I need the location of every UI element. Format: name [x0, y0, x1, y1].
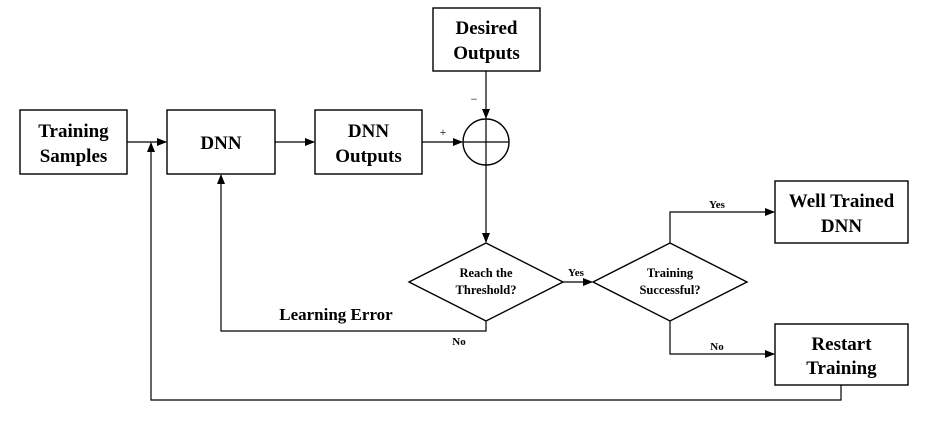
training-successful-decision: Training Successful?	[591, 242, 749, 322]
training-samples-node: Training Samples	[19, 109, 128, 175]
reach-threshold-label-line1: Reach the	[459, 266, 513, 280]
dnn-outputs-label-line1: DNN	[348, 121, 389, 142]
dnn-outputs-label-line2: Outputs	[335, 146, 402, 167]
restart-training-node: Restart Training	[774, 323, 909, 386]
plus-sign-label: +	[440, 125, 447, 139]
well-trained-dnn-label-line2: DNN	[821, 216, 862, 237]
learning-error-label: Learning Error	[279, 305, 393, 324]
training-samples-label-line1: Training	[38, 121, 109, 142]
training-samples-label-line2: Samples	[40, 146, 108, 167]
restart-training-label-line2: Training	[806, 358, 877, 379]
well-trained-dnn-label-line1: Well Trained	[789, 191, 895, 212]
restart-training-label-line1: Restart	[811, 334, 872, 355]
success-no-label: No	[710, 341, 724, 353]
threshold-yes-label: Yes	[568, 267, 585, 279]
arrow-success-yes-to-well-trained	[669, 208, 775, 243]
minus-sign-label: −	[471, 92, 478, 106]
desired-outputs-label-line1: Desired	[456, 18, 518, 39]
training-successful-label-line2: Successful?	[639, 283, 700, 297]
dnn-node: DNN	[166, 109, 276, 175]
dnn-outputs-node: DNN Outputs	[314, 109, 423, 175]
well-trained-dnn-node: Well Trained DNN	[774, 180, 909, 244]
desired-outputs-label-line2: Outputs	[453, 43, 520, 64]
summing-junction	[462, 118, 510, 166]
arrow-success-no-to-restart	[669, 321, 775, 358]
arrow-learning-error-feedback	[217, 174, 487, 332]
arrow-restart-feedback	[147, 142, 842, 401]
success-yes-label: Yes	[709, 199, 726, 211]
threshold-no-label: No	[452, 336, 466, 348]
dnn-label: DNN	[200, 133, 241, 154]
training-successful-label-line1: Training	[647, 266, 694, 280]
reach-threshold-label-line2: Threshold?	[456, 283, 517, 297]
desired-outputs-node: Desired Outputs	[432, 7, 541, 72]
reach-threshold-decision: Reach the Threshold?	[407, 242, 565, 322]
